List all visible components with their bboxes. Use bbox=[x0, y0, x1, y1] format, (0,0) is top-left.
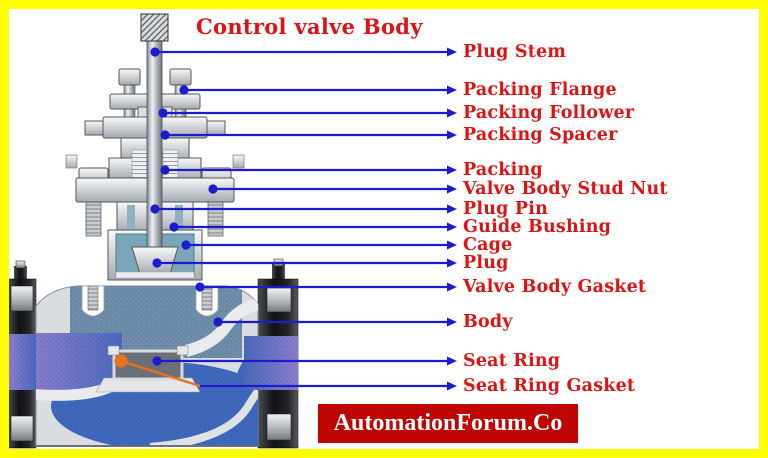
part-marker-dot bbox=[150, 47, 160, 57]
leader-cage bbox=[181, 240, 457, 250]
arrowhead-icon bbox=[447, 130, 457, 140]
arrowhead-icon bbox=[447, 108, 457, 118]
part-label-cage: Cage bbox=[463, 235, 513, 255]
leader-packing-flange bbox=[179, 85, 457, 95]
diagram-title: Control valve Body bbox=[196, 14, 423, 39]
part-label-plug: Plug bbox=[463, 253, 509, 273]
part-marker-dot bbox=[152, 258, 162, 268]
watermark-banner: AutomationForum.Co bbox=[318, 404, 578, 443]
arrowhead-icon bbox=[447, 282, 457, 292]
part-label-body: Body bbox=[463, 312, 513, 332]
arrowhead-icon bbox=[447, 47, 457, 57]
leader-lines bbox=[114, 47, 457, 391]
part-marker-dot bbox=[160, 130, 170, 140]
part-marker-dot bbox=[208, 184, 218, 194]
part-label-valve-body-gasket: Valve Body Gasket bbox=[463, 277, 647, 297]
leader-guide-bushing bbox=[169, 222, 457, 232]
part-marker-dot bbox=[150, 204, 160, 214]
part-label-guide-bushing: Guide Bushing bbox=[463, 217, 612, 237]
leader-packing bbox=[160, 165, 457, 175]
arrowhead-icon bbox=[447, 381, 457, 391]
part-label-packing-spacer: Packing Spacer bbox=[463, 125, 618, 145]
arrowhead-icon bbox=[447, 184, 457, 194]
arrowhead-icon bbox=[447, 85, 457, 95]
arrowhead-icon bbox=[447, 204, 457, 214]
leader-packing-spacer bbox=[160, 130, 457, 140]
arrowhead-icon bbox=[447, 317, 457, 327]
arrowhead-icon bbox=[447, 165, 457, 175]
part-marker-dot bbox=[169, 222, 179, 232]
part-marker-dot bbox=[179, 85, 189, 95]
part-label-seat-ring-gasket: Seat Ring Gasket bbox=[463, 376, 636, 396]
part-marker-dot bbox=[160, 165, 170, 175]
part-marker-dot bbox=[195, 282, 205, 292]
leader-plug-stem bbox=[150, 47, 457, 57]
part-marker-dot bbox=[181, 240, 191, 250]
arrowhead-icon bbox=[447, 240, 457, 250]
watermark-text: AutomationForum.Co bbox=[333, 410, 563, 436]
part-label-seat-ring: Seat Ring bbox=[463, 351, 561, 371]
plug-stem-part bbox=[146, 39, 163, 255]
part-label-plug-stem: Plug Stem bbox=[463, 42, 567, 62]
leader-body bbox=[213, 317, 457, 327]
leader-seat-ring-gasket bbox=[114, 354, 457, 391]
part-label-packing-follower: Packing Follower bbox=[463, 103, 635, 123]
leader-valve-body-stud-nut bbox=[208, 184, 457, 194]
leader-packing-follower bbox=[158, 108, 457, 118]
leader-plug-pin bbox=[150, 204, 457, 214]
part-marker-dot bbox=[152, 356, 162, 366]
arrowhead-icon bbox=[447, 258, 457, 268]
bonnet-assembly bbox=[65, 13, 245, 281]
leader-seat-ring bbox=[152, 356, 457, 366]
part-label-plug-pin: Plug Pin bbox=[463, 199, 548, 219]
seat-ring-part bbox=[95, 345, 201, 393]
arrowhead-icon bbox=[447, 356, 457, 366]
part-label-packing: Packing bbox=[463, 160, 543, 180]
gasket-marker-dot bbox=[114, 354, 128, 368]
deck-stud-notches bbox=[81, 285, 219, 317]
stem-knob bbox=[140, 13, 169, 42]
leader-plug bbox=[152, 258, 457, 268]
part-label-packing-flange: Packing Flange bbox=[463, 80, 617, 100]
arrowhead-icon bbox=[447, 222, 457, 232]
valve-body-part bbox=[7, 258, 299, 449]
part-label-valve-body-stud-nut: Valve Body Stud Nut bbox=[463, 179, 668, 199]
leader-valve-body-gasket bbox=[195, 282, 457, 292]
part-marker-dot bbox=[158, 108, 168, 118]
part-marker-dot bbox=[213, 317, 223, 327]
